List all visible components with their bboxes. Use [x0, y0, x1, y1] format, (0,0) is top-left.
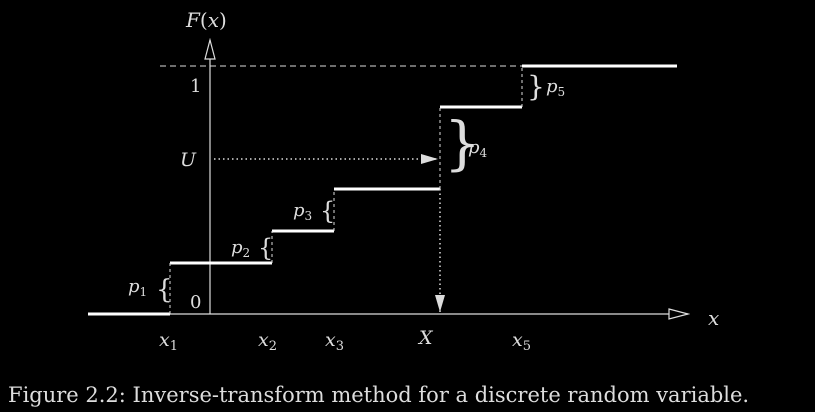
tick-label-one: 1 [190, 76, 201, 97]
tick-label-zero: 0 [190, 292, 201, 313]
jump-brace-p5: } [527, 70, 545, 103]
x-tick-1: x1 [159, 329, 178, 354]
tick-label-u: U [180, 149, 197, 171]
jump-label-p1: p1 [128, 276, 147, 299]
x-tick-5: x5 [512, 329, 531, 354]
x-axis-label: x [708, 306, 719, 330]
x-tick-2: x2 [258, 329, 277, 354]
jump-label-p3: p3 [293, 200, 312, 223]
jump-labels: p1 { p2 { p3 { } p4 } p5 [128, 70, 565, 305]
jump-brace-p2: { [258, 234, 273, 262]
x-tick-big-x: X [417, 327, 434, 349]
y-axis-label: F(x) [185, 8, 227, 32]
x-tick-3: x3 [325, 329, 344, 354]
figure-caption: Figure 2.2: Inverse-transform method for… [8, 383, 750, 407]
jump-brace-p4: } [444, 109, 481, 177]
jump-label-p2: p2 [231, 237, 250, 260]
jump-label-p4: p4 [468, 137, 488, 160]
x-tick-labels: x1 x2 x3 X x5 [159, 327, 531, 354]
step-function [88, 64, 677, 316]
jump-dashes [169, 66, 523, 314]
inverse-transform-diagram: F(x) x 1 0 U x1 x2 x3 X x5 p1 { p2 { p3 … [88, 8, 719, 354]
jump-brace-p1: { [156, 275, 173, 305]
jump-brace-p3: { [320, 197, 335, 225]
jump-label-p5: p5 [546, 76, 565, 99]
